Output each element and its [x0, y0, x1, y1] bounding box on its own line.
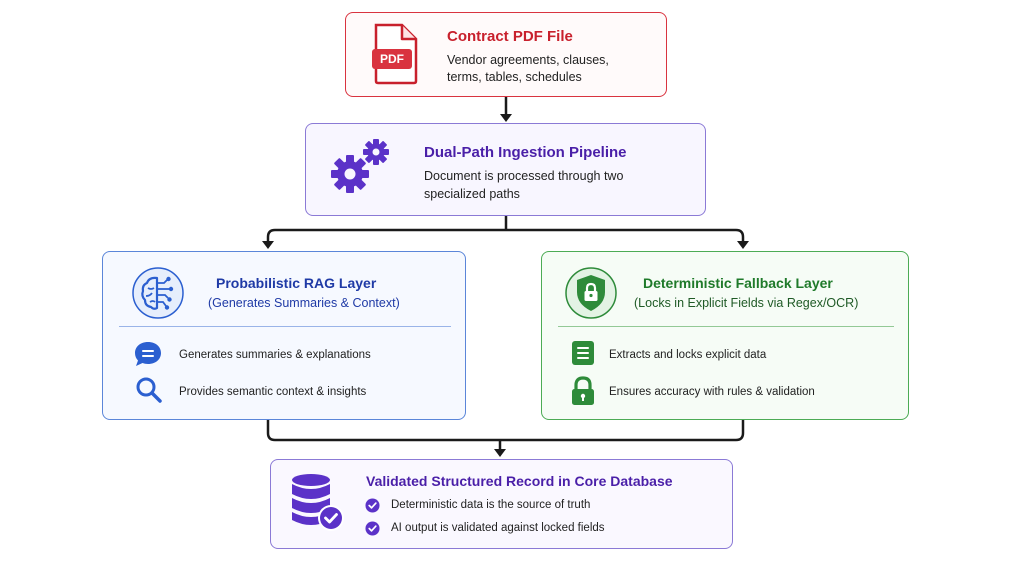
connector-pipeline-split — [266, 214, 745, 246]
padlock-icon — [572, 376, 594, 405]
validated-record-box: Validated Structured Record in Core Data… — [270, 459, 733, 549]
pdf-file-icon — [372, 23, 418, 85]
contract-pdf-box: PDF Contract PDF File Vendor agreements,… — [345, 12, 667, 97]
rag-item-summaries: Generates summaries & explanations — [179, 349, 371, 361]
document-list-icon — [572, 341, 594, 365]
connector-merge-to-db — [266, 418, 745, 453]
database-check-icon — [292, 474, 344, 531]
arrowhead-db — [494, 449, 506, 457]
deterministic-fallback-box: Deterministic Fallback Layer (Locks in E… — [541, 251, 909, 420]
arrowhead-rag — [262, 241, 274, 249]
db-item-ai-validated: AI output is validated against locked fi… — [391, 522, 605, 534]
det-item-extract: Extracts and locks explicit data — [609, 349, 767, 361]
pipeline-box-title: Dual-Path Ingestion Pipeline — [424, 144, 627, 161]
db-box-title: Validated Structured Record in Core Data… — [366, 473, 673, 489]
pdf-box-title: Contract PDF File — [447, 28, 573, 45]
rag-box-title: Probabilistic RAG Layer — [216, 275, 377, 291]
db-item-source-of-truth: Deterministic data is the source of trut… — [391, 499, 591, 511]
pipeline-box-desc-line1: Document is processed through two — [424, 169, 624, 183]
pipeline-box-desc-line2: specialized paths — [424, 187, 520, 201]
gears-icon — [331, 139, 389, 193]
ingestion-pipeline-box: Dual-Path Ingestion Pipeline Document is… — [305, 123, 706, 216]
chat-bubble-icon — [135, 342, 161, 366]
brain-circuit-icon — [132, 267, 184, 319]
search-icon — [136, 377, 162, 403]
check-circle-icon — [365, 521, 380, 536]
det-box-title: Deterministic Fallback Layer — [643, 275, 833, 291]
arrowhead-det — [737, 241, 749, 249]
pdf-box-desc-line1: Vendor agreements, clauses, — [447, 53, 609, 67]
rag-item-context: Provides semantic context & insights — [179, 386, 367, 398]
arrowhead-pipeline — [500, 114, 512, 122]
probabilistic-rag-box: Probabilistic RAG Layer (Generates Summa… — [102, 251, 466, 420]
det-box-subtitle: (Locks in Explicit Fields via Regex/OCR) — [634, 296, 859, 310]
rag-box-divider — [119, 326, 451, 327]
det-item-accuracy: Ensures accuracy with rules & validation — [609, 386, 815, 398]
pdf-icon-label: PDF — [380, 52, 404, 66]
pdf-box-desc-line2: terms, tables, schedules — [447, 70, 582, 84]
shield-lock-icon — [565, 267, 617, 319]
rag-box-subtitle: (Generates Summaries & Context) — [208, 296, 400, 310]
check-circle-icon — [365, 498, 380, 513]
det-box-divider — [558, 326, 894, 327]
